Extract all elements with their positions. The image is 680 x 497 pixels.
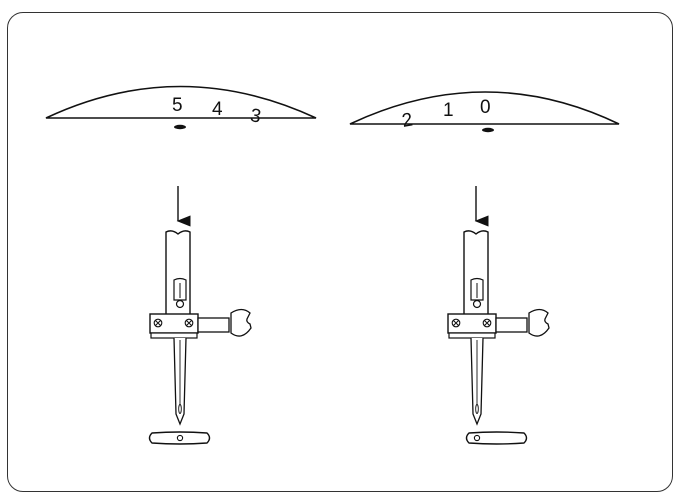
right-dial: 2 1 0 — [349, 91, 620, 133]
diagram-frame — [7, 12, 673, 492]
right-needle-drop-point — [473, 434, 481, 442]
right-dial-number-2: 1 — [443, 100, 454, 121]
left-needle-assembly — [148, 186, 252, 445]
right-dial-number-3: 0 — [480, 97, 491, 118]
right-needle-plate-slot — [465, 431, 528, 445]
right-needle-assembly — [447, 186, 550, 445]
left-dial: 5 4 3 — [45, 85, 317, 130]
left-dial-number-1: 5 — [172, 95, 183, 116]
left-dial-indicator-mark — [174, 124, 186, 130]
left-dial-number-3: 3 — [249, 105, 263, 128]
left-needle-drop-point — [176, 434, 184, 442]
left-dial-number-2: 4 — [212, 99, 223, 120]
right-dial-indicator-mark — [482, 127, 494, 133]
right-dial-number-1: 2 — [400, 109, 414, 132]
